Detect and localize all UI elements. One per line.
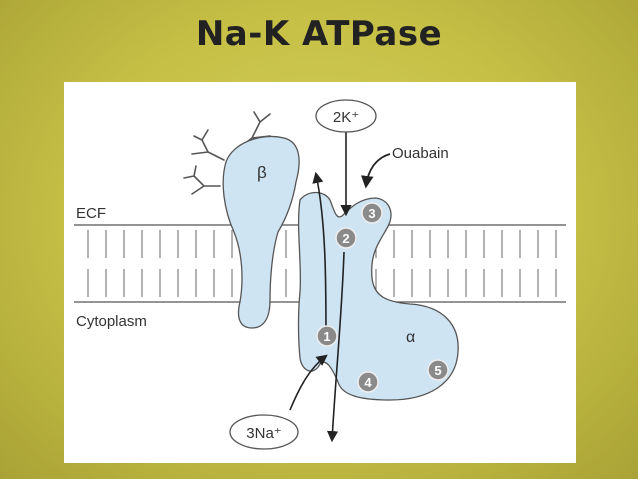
diagram-panel: ECF Cytoplasm β α 2K⁺ 3Na⁺ Ouabain bbox=[64, 82, 576, 463]
na-k-atpase-diagram: ECF Cytoplasm β α 2K⁺ 3Na⁺ Ouabain bbox=[74, 99, 566, 450]
potassium-release-arrow bbox=[326, 251, 345, 443]
site-5-number: 5 bbox=[434, 363, 441, 378]
site-3-marker bbox=[361, 202, 383, 224]
exit-arrow-upward bbox=[312, 171, 327, 341]
sodium-ion-oval bbox=[229, 414, 299, 450]
potassium-ion-oval bbox=[315, 99, 377, 133]
beta-subunit bbox=[222, 135, 300, 329]
sugar-chain-lower bbox=[183, 165, 221, 195]
cytoplasm-label: Cytoplasm bbox=[76, 313, 147, 330]
binding-site-5: 5 bbox=[427, 359, 449, 381]
alpha-label: α bbox=[406, 329, 415, 346]
sodium-ion-label: 3Na⁺ bbox=[246, 425, 281, 442]
site-3-number: 3 bbox=[368, 206, 375, 221]
site-1-number: 1 bbox=[323, 329, 330, 344]
site-4-number: 4 bbox=[364, 375, 372, 390]
sugar-chain-middle bbox=[191, 129, 225, 161]
site-1-marker bbox=[316, 325, 338, 347]
binding-site-1: 1 bbox=[316, 325, 338, 347]
binding-site-4: 4 bbox=[357, 371, 379, 393]
beta-label: β bbox=[257, 163, 267, 182]
sodium-entry-arrow bbox=[289, 354, 328, 411]
binding-site-2: 2 bbox=[335, 227, 357, 249]
site-2-number: 2 bbox=[342, 231, 349, 246]
binding-site-3: 3 bbox=[361, 202, 383, 224]
ecf-label: ECF bbox=[76, 205, 106, 222]
site-4-marker bbox=[357, 371, 379, 393]
ouabain-label: Ouabain bbox=[392, 145, 449, 162]
site-5-marker bbox=[427, 359, 449, 381]
potassium-ion-label: 2K⁺ bbox=[333, 109, 359, 126]
ouabain-arrow bbox=[361, 153, 391, 189]
slide-title: Na-K ATPase bbox=[195, 14, 443, 54]
site-2-marker bbox=[335, 227, 357, 249]
